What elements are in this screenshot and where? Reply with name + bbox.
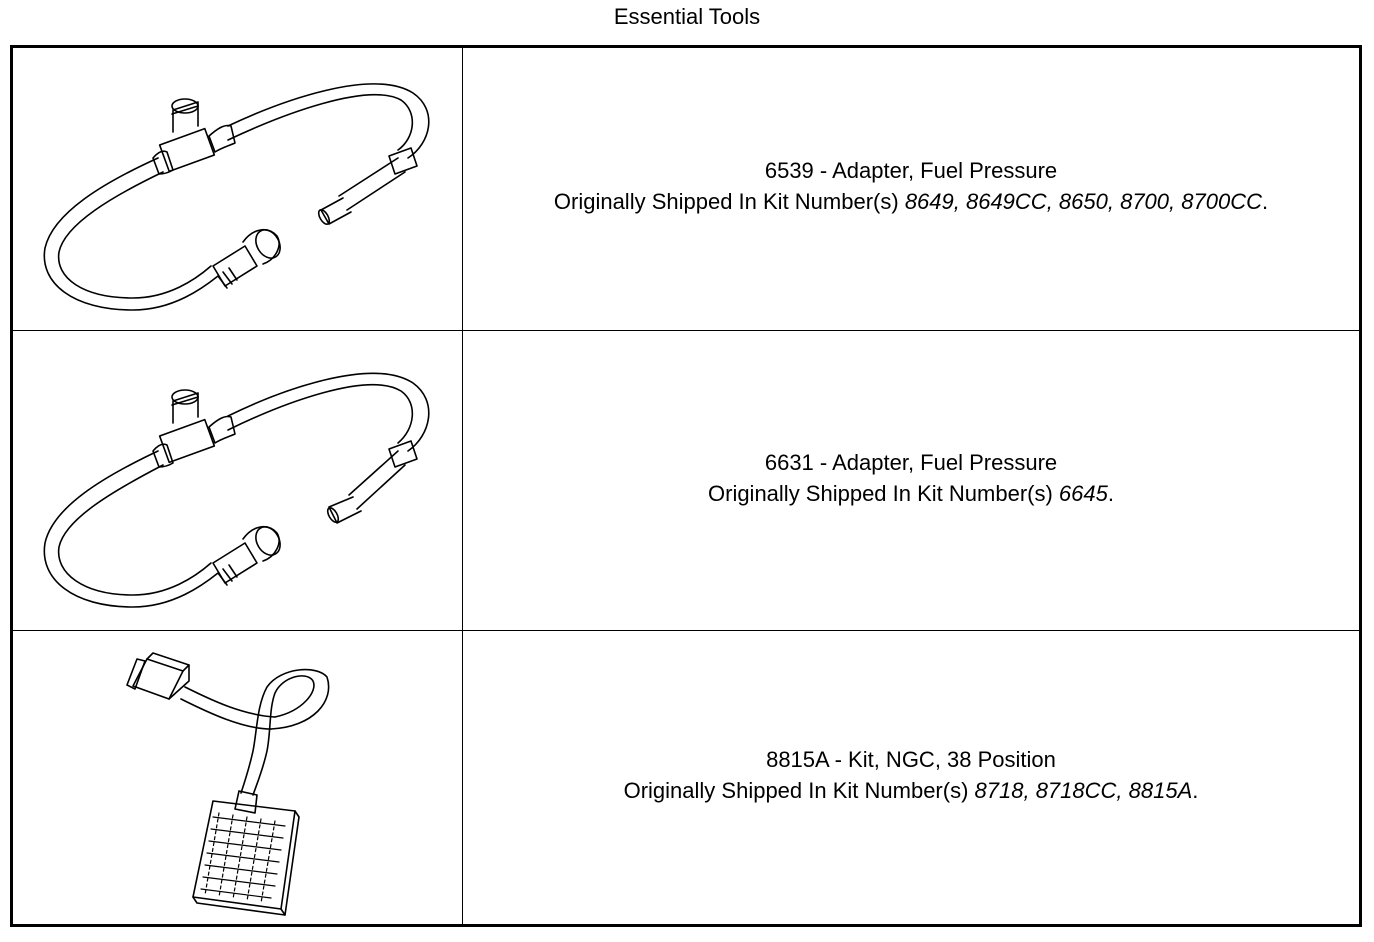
shipped-in-label: Originally Shipped In Kit Number(s)	[623, 777, 975, 803]
tool-image-cell	[13, 48, 463, 330]
kit-numbers: 8718, 8718CC, 8815A	[974, 777, 1193, 803]
kit-numbers: 6645	[1058, 480, 1108, 506]
tool-description-cell: 8815A - Kit, NGC, 38 Position Originally…	[463, 631, 1359, 924]
tool-kits-line: Originally Shipped In Kit Number(s) 8718…	[624, 775, 1199, 806]
page-title: Essential Tools	[613, 4, 761, 29]
tool-name: 6631 - Adapter, Fuel Pressure	[764, 449, 1058, 475]
kits-period: .	[1192, 777, 1199, 803]
fuel-pressure-adapter-illustration	[43, 83, 430, 311]
kit-numbers: 8649, 8649CC, 8650, 8700, 8700CC	[904, 189, 1262, 214]
tool-name: 8815A - Kit, NGC, 38 Position	[766, 746, 1056, 772]
kits-period: .	[1107, 480, 1114, 506]
tool-kits-line: Originally Shipped In Kit Number(s) 6645…	[708, 478, 1114, 509]
table-row: 6539 - Adapter, Fuel Pressure Originally…	[13, 48, 1359, 331]
ngc-38-position-kit-illustration	[126, 652, 330, 916]
tool-name: 6539 - Adapter, Fuel Pressure	[764, 158, 1058, 183]
tool-image-cell	[13, 331, 463, 630]
shipped-in-label: Originally Shipped In Kit Number(s)	[708, 480, 1059, 506]
tool-description-cell: 6539 - Adapter, Fuel Pressure Originally…	[463, 48, 1359, 330]
shipped-in-label: Originally Shipped In Kit Number(s)	[553, 189, 905, 214]
tool-description-cell: 6631 - Adapter, Fuel Pressure Originally…	[463, 331, 1359, 630]
tools-table: 6539 - Adapter, Fuel Pressure Originally…	[10, 45, 1362, 927]
tool-kits-line: Originally Shipped In Kit Number(s) 8649…	[554, 186, 1268, 217]
fuel-pressure-adapter-illustration	[43, 372, 430, 608]
tool-image-cell	[13, 631, 463, 924]
table-row: 8815A - Kit, NGC, 38 Position Originally…	[13, 631, 1359, 924]
kits-period: .	[1261, 189, 1269, 214]
table-row: 6631 - Adapter, Fuel Pressure Originally…	[13, 331, 1359, 631]
